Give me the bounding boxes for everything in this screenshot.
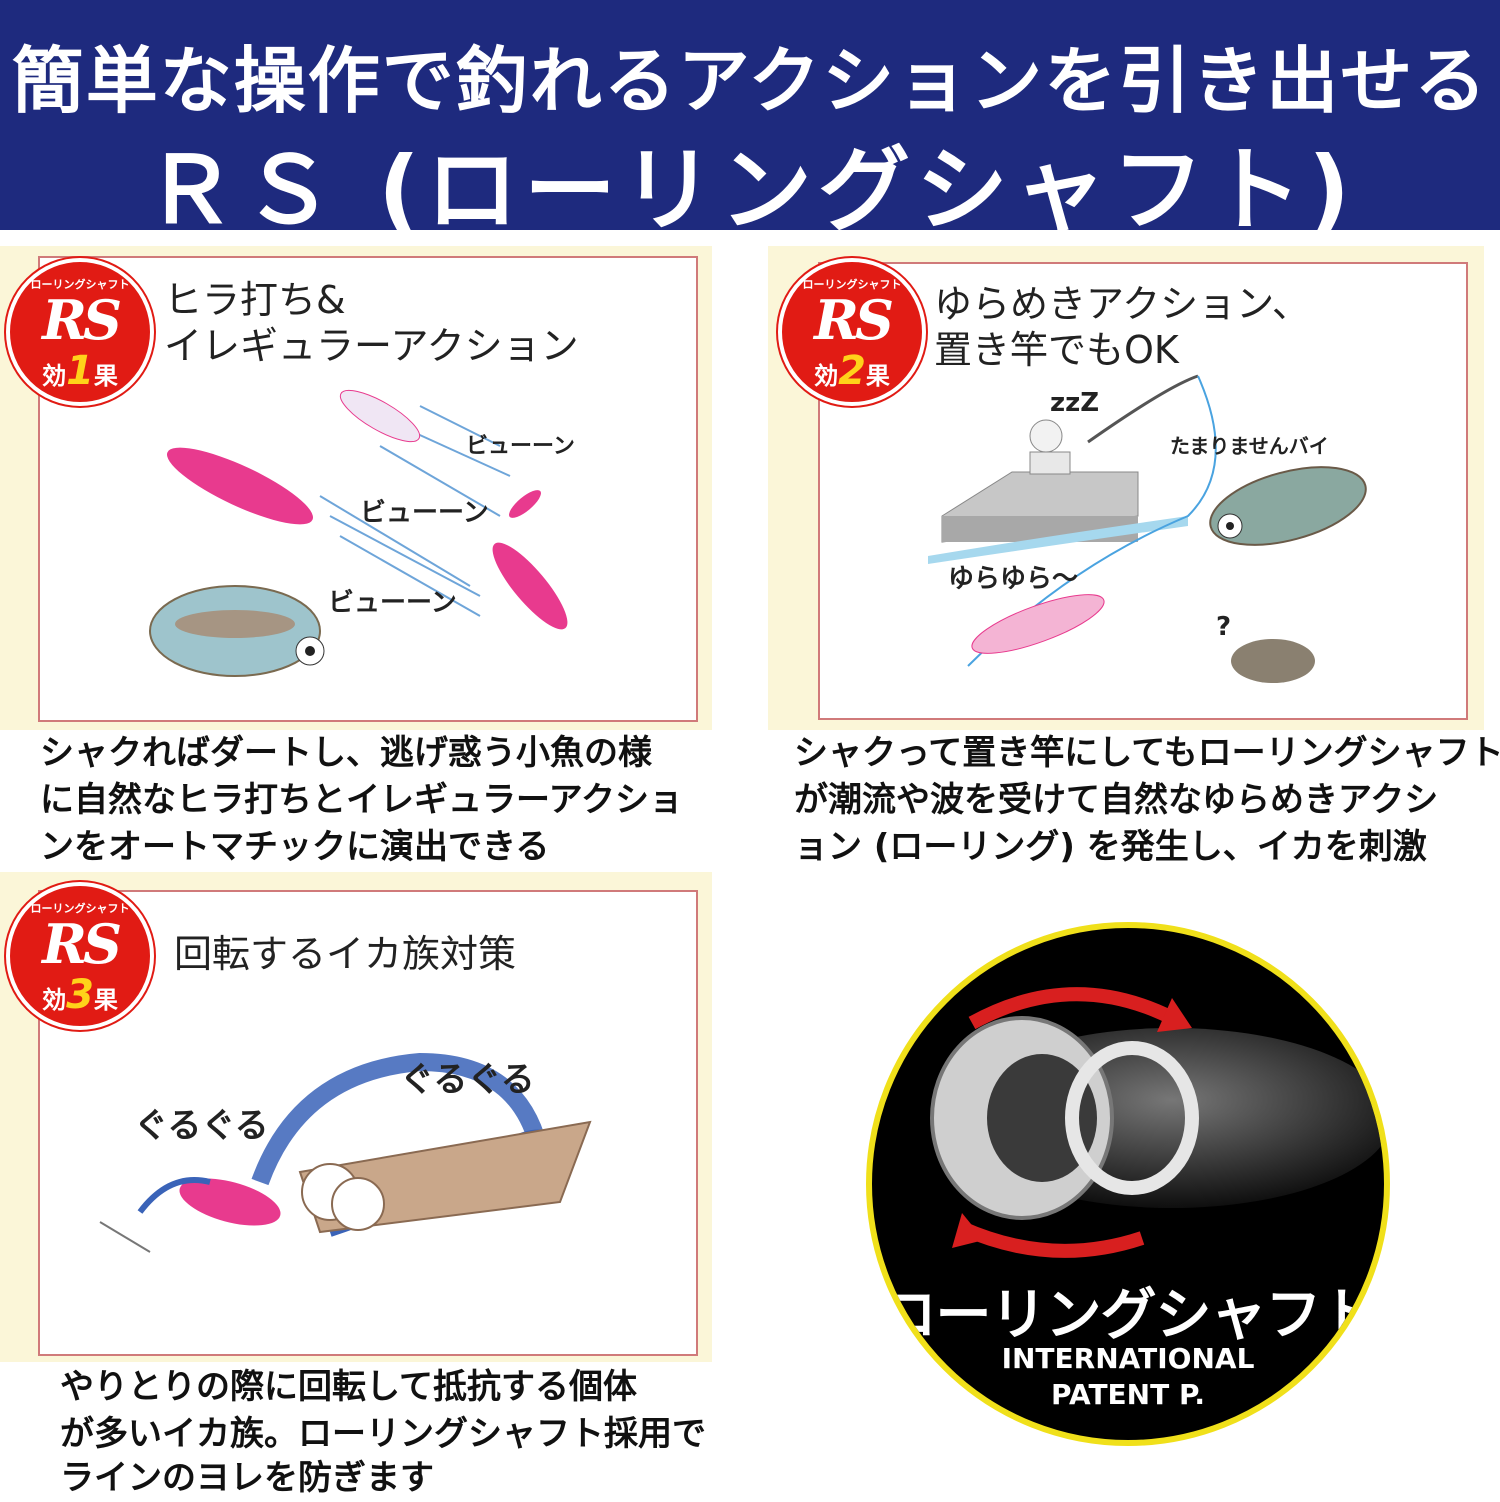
motion-label: たまりませんバイ (1170, 434, 1329, 458)
rotation-illustration (99, 1052, 592, 1253)
rs-badge-3: ローリングシャフト RS 効3果 (6, 882, 154, 1030)
motion-label: ? (1216, 612, 1232, 642)
rolling-shaft-feature: ローリングシャフト INTERNATIONAL PATENT P. (866, 922, 1390, 1446)
header-title: 簡単な操作で釣れるアクションを引き出せる (11, 39, 1489, 123)
float-rod-illustration (928, 374, 1367, 683)
motion-label: ゆらゆら〜 (948, 564, 1079, 594)
motion-label: zzZ (1050, 388, 1100, 418)
effect-panel-2: ローリングシャフト RS 効2果 ゆらめきアクション、 置き竿でもOK zzZ … (768, 246, 1484, 730)
rs-badge-2: ローリングシャフト RS 効2果 (778, 258, 926, 406)
header-subtitle: ＲＳ (ローリングシャフト) (143, 137, 1357, 244)
motion-label: ビューーン (328, 588, 457, 618)
feature-subtitle: INTERNATIONAL (1001, 1342, 1255, 1375)
egi-dart-illustration (149, 389, 568, 677)
rs-badge-1: ローリングシャフト RS 効1果 (6, 258, 154, 406)
effect-panel-3: ローリングシャフト RS 効3果 回転するイカ族対策 ぐるぐる ぐるぐる (0, 872, 712, 1362)
motion-label: ぐるぐる (400, 1060, 535, 1100)
feature-title: ローリングシャフト (880, 1283, 1377, 1348)
motion-label: ぐるぐる (134, 1106, 269, 1146)
panel-title: ゆらめきアクション、 (934, 282, 1310, 326)
motion-label: ビューーン (466, 434, 575, 459)
panel-title: ヒラ打ち& (164, 278, 346, 322)
panel-title: 回転するイカ族対策 (174, 932, 517, 976)
header-banner: 簡単な操作で釣れるアクションを引き出せる ＲＳ (ローリングシャフト) (0, 0, 1500, 244)
effect-panel-1: ローリングシャフト RS 効1果 ヒラ打ち& イレギュラーアクション ビューーン… (0, 246, 712, 730)
feature-subtitle: PATENT P. (1051, 1378, 1205, 1411)
rolling-shaft-icon (930, 987, 1384, 1258)
panel-title: 置き竿でもOK (934, 328, 1179, 372)
motion-label: ビューーン (360, 498, 489, 528)
panel-title: イレギュラーアクション (164, 324, 579, 368)
